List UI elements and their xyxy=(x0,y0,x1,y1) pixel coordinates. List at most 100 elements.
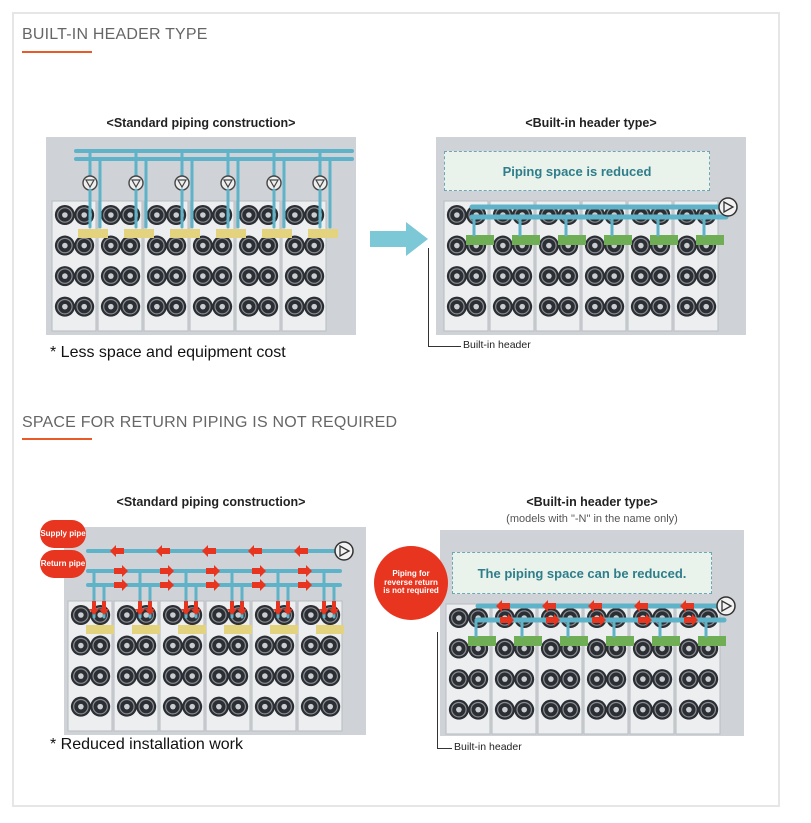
fan-hub xyxy=(519,303,525,310)
fan-hub xyxy=(500,303,506,310)
flow-arrow-icon xyxy=(248,545,262,557)
fan-ring xyxy=(138,637,154,654)
subcaption-models-n: (models with "-N" in the name only) xyxy=(506,513,678,525)
fan-ring xyxy=(679,298,695,315)
fan-hub xyxy=(246,242,252,249)
fan-hub xyxy=(611,303,617,310)
fan-ring xyxy=(57,298,73,315)
flow-arrow-icon xyxy=(588,600,602,612)
fan-ring xyxy=(214,298,230,315)
fan-ring xyxy=(654,671,670,687)
fan-ring xyxy=(303,668,319,684)
fan-ring xyxy=(497,671,513,687)
fan-hub xyxy=(127,242,133,249)
fan-hub xyxy=(143,673,149,679)
flow-arrow-icon xyxy=(202,545,216,557)
fan-ring xyxy=(149,237,165,254)
fan-hub xyxy=(216,673,222,679)
fan-hub xyxy=(262,612,268,618)
flow-arrow-icon xyxy=(592,614,606,626)
fan-hub xyxy=(143,612,149,618)
fan-ring xyxy=(92,637,108,654)
fan-hub xyxy=(262,703,268,710)
fan-hub xyxy=(684,273,690,279)
fan-hub xyxy=(567,645,573,652)
fan-ring xyxy=(303,698,319,715)
fan-ring xyxy=(73,637,89,654)
fan-hub xyxy=(592,242,598,249)
fan-hub xyxy=(246,273,252,279)
standard-piping-image-1 xyxy=(46,137,356,335)
fan-ring xyxy=(516,701,532,718)
fan-hub xyxy=(456,706,462,713)
fan-hub xyxy=(519,273,525,279)
fan-hub xyxy=(219,212,225,218)
fan-ring xyxy=(449,207,465,223)
fan-ring xyxy=(700,701,716,718)
fan-ring xyxy=(122,298,138,315)
builtin-header xyxy=(514,636,542,646)
fan-ring xyxy=(122,237,138,254)
fan-ring xyxy=(241,298,257,315)
flow-arrow-icon xyxy=(294,545,308,557)
fan-hub xyxy=(521,645,527,652)
fan-ring xyxy=(103,207,119,223)
fan-hub xyxy=(262,642,268,649)
fan-ring xyxy=(587,237,603,254)
fan-ring xyxy=(57,268,73,284)
fan-ring xyxy=(543,671,559,687)
fan-hub xyxy=(189,612,195,618)
fan-ring xyxy=(306,237,322,254)
builtin-header xyxy=(558,235,586,245)
pump-arrow xyxy=(723,200,735,214)
fan-ring xyxy=(451,640,467,657)
pump-arrow xyxy=(721,599,733,613)
fan-ring xyxy=(303,637,319,654)
fan-ring xyxy=(230,637,246,654)
fan-hub xyxy=(703,303,709,310)
fan-hub xyxy=(154,303,160,310)
fan-hub xyxy=(246,212,252,218)
fan-ring xyxy=(679,268,695,284)
fan-ring xyxy=(119,637,135,654)
fan-hub xyxy=(613,676,619,682)
fan-hub xyxy=(143,642,149,649)
fan-hub xyxy=(454,212,460,218)
flow-arrow-icon xyxy=(283,601,293,615)
caption-standard-piping-2: <Standard piping construction> xyxy=(116,495,306,509)
fan-hub xyxy=(308,612,314,618)
fan-ring xyxy=(119,607,135,623)
flow-arrow-icon xyxy=(298,579,312,591)
fan-hub xyxy=(246,303,252,310)
fan-hub xyxy=(200,212,206,218)
fan-hub xyxy=(81,212,87,218)
standard-piping-image-2 xyxy=(64,527,366,735)
fan-ring xyxy=(260,298,276,315)
fan-ring xyxy=(543,640,559,657)
fan-hub xyxy=(657,273,663,279)
fan-ring xyxy=(211,607,227,623)
fan-ring xyxy=(635,701,651,718)
fan-hub xyxy=(502,676,508,682)
fan-hub xyxy=(659,706,665,713)
fan-hub xyxy=(216,642,222,649)
fan-ring xyxy=(103,268,119,284)
standard-header xyxy=(262,229,292,238)
fan-ring xyxy=(149,207,165,223)
fan-hub xyxy=(327,673,334,679)
fan-hub xyxy=(265,212,271,218)
fan-hub xyxy=(62,212,68,218)
fan-ring xyxy=(306,268,322,284)
pump-arrow xyxy=(339,544,351,558)
fan-ring xyxy=(57,237,73,254)
fan-hub xyxy=(189,673,195,679)
fan-hub xyxy=(127,212,133,218)
standard-header xyxy=(308,229,338,238)
fan-ring xyxy=(168,268,184,284)
fan-ring xyxy=(681,671,697,687)
fan-ring xyxy=(468,268,484,284)
fan-ring xyxy=(73,607,89,623)
flow-arrow-icon xyxy=(135,601,145,615)
fan-ring xyxy=(184,668,200,684)
fan-hub xyxy=(502,645,508,652)
